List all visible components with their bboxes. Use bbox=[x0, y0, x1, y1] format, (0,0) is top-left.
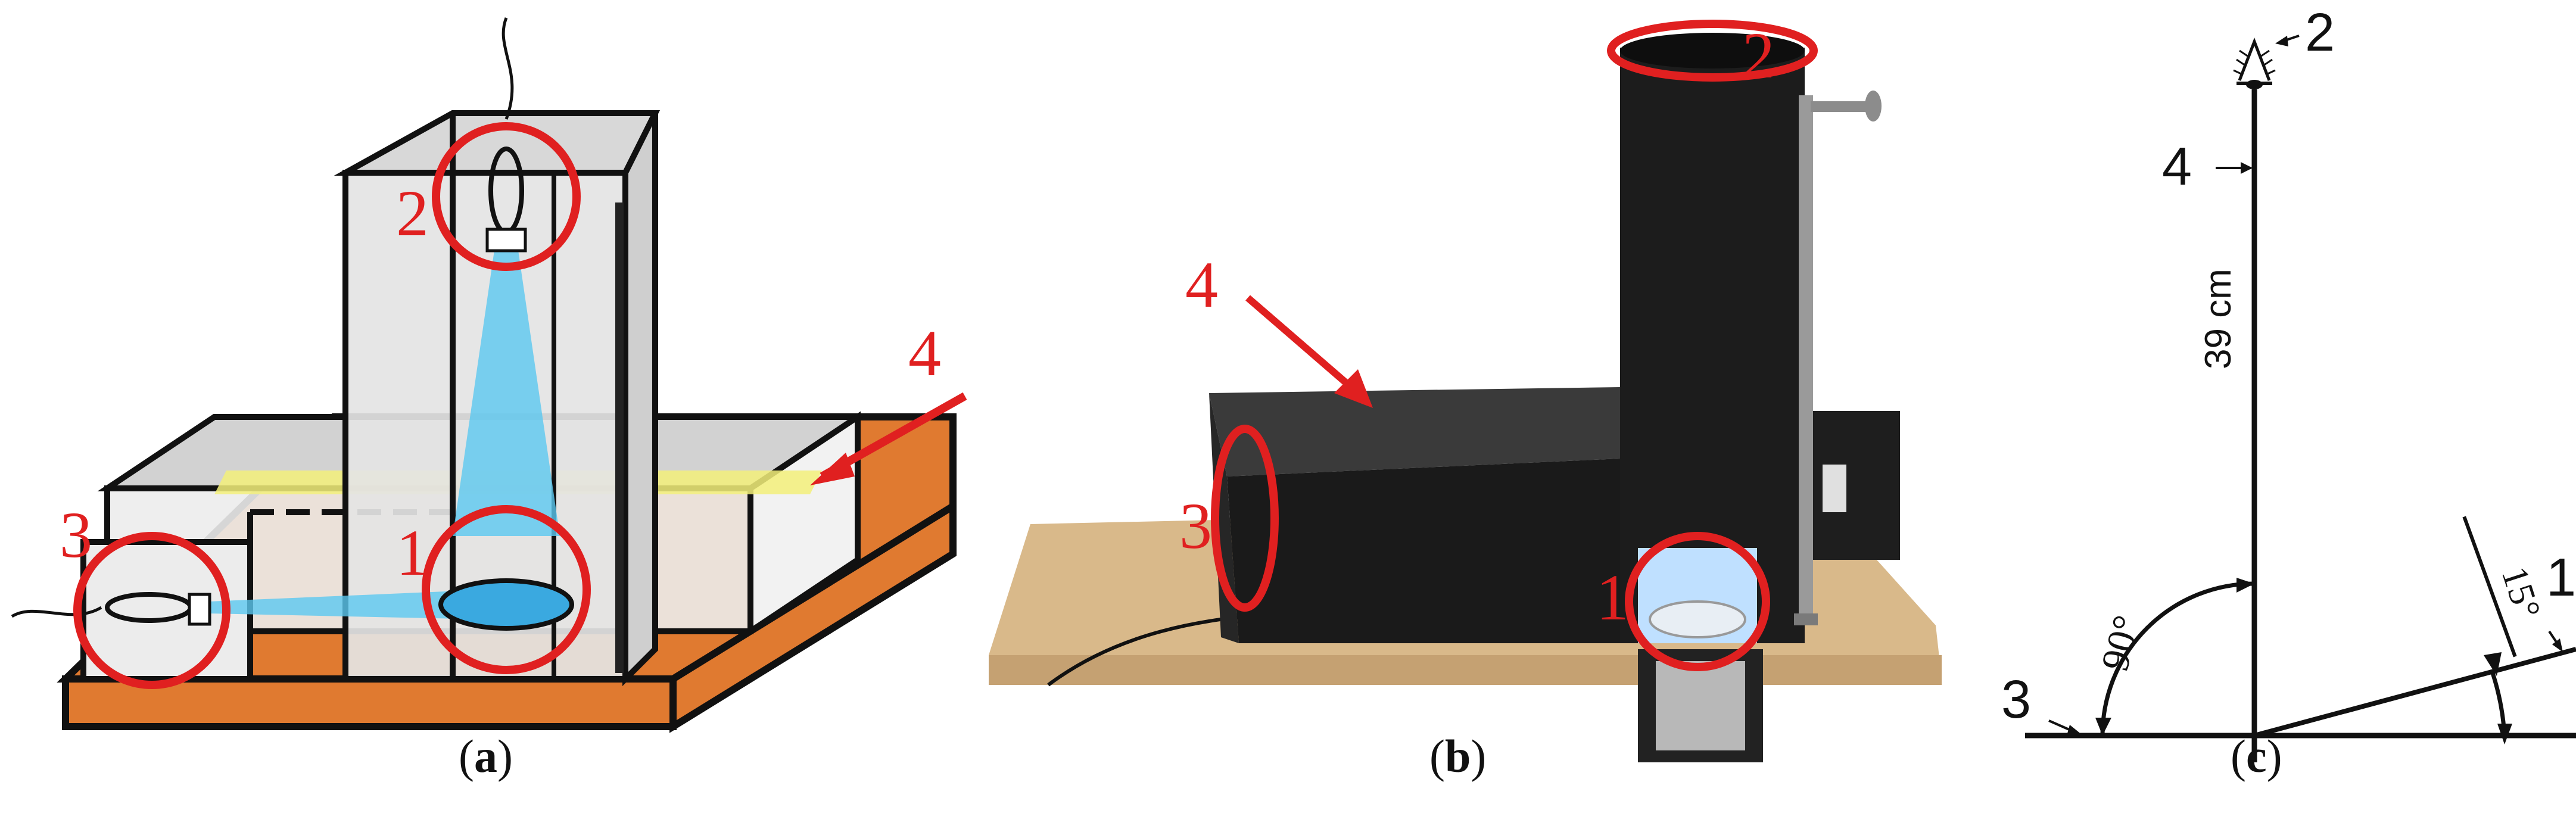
label-2: 2 bbox=[1742, 19, 1775, 92]
incidence-line bbox=[2253, 647, 2576, 738]
panel-a-schematic: 2 1 3 4 (a) bbox=[0, 0, 967, 835]
support-rod bbox=[1799, 95, 1813, 619]
tower-side bbox=[622, 111, 658, 687]
vertical-light-cone bbox=[453, 250, 560, 536]
schematic-drawing: 2 1 3 4 bbox=[11, 17, 967, 733]
label-4: 4 bbox=[1185, 248, 1218, 321]
caption-a: (a) bbox=[459, 730, 513, 782]
caption-b: (b) bbox=[1429, 730, 1487, 782]
highlight-ellipse-2 bbox=[1607, 20, 1818, 82]
label-4: 4 bbox=[2162, 137, 2192, 197]
caption-c: (c) bbox=[2231, 730, 2282, 782]
angle-90-label: 90° bbox=[2093, 611, 2149, 675]
label-1: 1 bbox=[396, 516, 429, 589]
highlight-ellipse-3 bbox=[1211, 425, 1279, 612]
label-4: 4 bbox=[908, 317, 941, 390]
angle-15-label: 15° bbox=[2494, 562, 2548, 624]
geometry-diagram: 2 4 3 1 39 cm 90° 15° bbox=[2001, 3, 2576, 762]
label-3: 3 bbox=[1179, 490, 1212, 562]
highlight-circle-1 bbox=[1625, 532, 1770, 671]
label-1: 1 bbox=[2546, 548, 2576, 607]
highlight-circle-3 bbox=[73, 532, 230, 689]
photo-rendering: 2 1 3 4 bbox=[989, 19, 1942, 762]
arrow-4 bbox=[1245, 295, 1360, 396]
label-2: 2 bbox=[2305, 3, 2335, 63]
sample-tray bbox=[1656, 661, 1745, 750]
label-3: 3 bbox=[2001, 670, 2031, 730]
base-board-side bbox=[669, 500, 957, 733]
tower-top bbox=[334, 110, 661, 176]
label-2: 2 bbox=[396, 177, 429, 250]
panel-b-photo: 2 1 3 4 (b) bbox=[977, 0, 1954, 835]
tower bbox=[1620, 48, 1805, 643]
horizontal-light-cone bbox=[208, 590, 488, 619]
sample-dish bbox=[438, 578, 574, 631]
label-3: 3 bbox=[60, 498, 92, 571]
distance-label: 39 cm bbox=[2198, 269, 2239, 369]
housing-front bbox=[1227, 459, 1620, 643]
housing-top bbox=[1209, 387, 1620, 476]
eye-icon bbox=[2238, 38, 2271, 81]
highlight-circle-2 bbox=[432, 122, 581, 271]
panel-c-geometry: 2 4 3 1 39 cm 90° 15° (c) bbox=[1966, 0, 2576, 835]
highlight-circle-1 bbox=[422, 505, 591, 674]
label-1: 1 bbox=[1596, 561, 1629, 634]
arc-90 bbox=[2100, 581, 2255, 736]
